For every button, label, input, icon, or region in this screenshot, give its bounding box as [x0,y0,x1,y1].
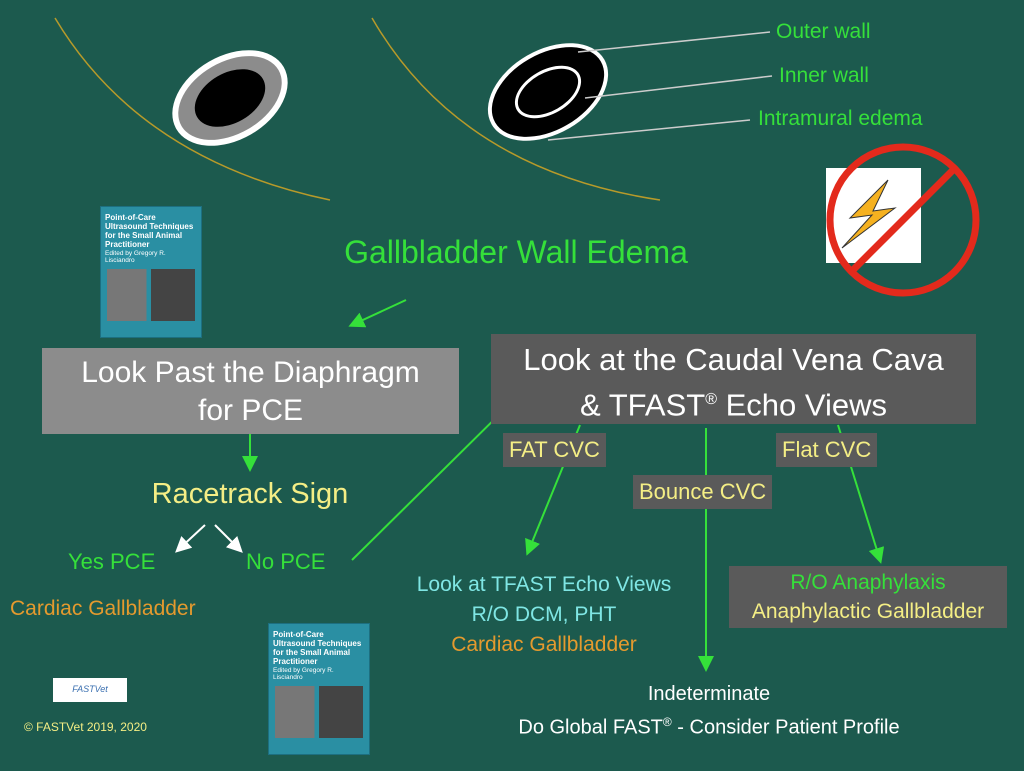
left-box-line1: Look Past the Diaphragm [81,356,420,389]
book-image [107,269,195,321]
fat-result-line3: Cardiac Gallbladder [451,633,637,656]
left-box-line2: for PCE [197,394,304,427]
liver-curve-right [371,17,661,201]
right-box-line2: & TFAST® Echo Views [491,380,976,425]
flat-cvc-result-box: R/O Anaphylaxis Anaphylactic Gallbladder [729,566,1007,628]
yes-pce: Yes PCE [68,549,156,574]
global-fast-text: Do Global FAST [518,716,663,739]
liver-curve-left [54,17,331,201]
book-title: Point-of-Care Ultrasound Techniques for … [105,213,194,249]
echo-views-text: Echo Views [716,387,887,423]
flat-result-line2: Anaphylactic Gallbladder [751,600,985,623]
bounce-cvc-result: Indeterminate Do Global FAST® - Consider… [518,680,899,742]
bounce-cvc-label: Bounce CVC [633,475,773,509]
no-pce: No PCE [246,549,326,574]
gallbladder-edema [487,43,609,141]
cardiac-gallbladder-left: Cardiac Gallbladder [10,597,196,620]
intramural-edema-label: Intramural edema [758,107,923,130]
outer-wall-pointer [577,31,771,53]
diagram-title: Gallbladder Wall Edema [344,234,688,270]
registered-mark: ® [705,391,717,408]
racetrack-sign: Racetrack Sign [151,478,349,510]
tfast-text: & TFAST [580,387,706,423]
inner-wall-label: Inner wall [779,64,869,87]
book-editor: Edited by Gregory R. Lisciandro [273,667,334,681]
fastvet-logo: FASTVet [53,678,127,702]
right-box-line1: Look at the Caudal Vena Cava [523,342,944,377]
book-cover-bottom: Point-of-Care Ultrasound Techniques for … [268,623,370,755]
fat-cvc-label: FAT CVC [503,433,606,467]
fat-result-line2: R/O DCM, PHT [471,603,617,626]
fat-result-line1: Look at TFAST Echo Views [416,573,672,596]
copyright: © FASTVet 2019, 2020 [24,720,147,734]
registered-mark: ® [662,715,672,729]
outer-wall-label: Outer wall [776,20,871,43]
fat-cvc-result: Look at TFAST Echo Views R/O DCM, PHT Ca… [417,570,671,660]
look-past-diaphragm-box: Look Past the Diaphragm for PCE [42,348,459,434]
no-lightning-icon [826,143,980,297]
bounce-result-line2: Do Global FAST® - Consider Patient Profi… [518,708,899,742]
inner-wall-pointer [584,75,773,99]
book-title: Point-of-Care Ultrasound Techniques for … [273,630,362,666]
flat-cvc-label: Flat CVC [776,433,878,467]
gallbladder-normal [172,50,288,146]
bounce-result-line1: Indeterminate [647,683,771,705]
book-editor: Edited by Gregory R. Lisciandro [105,250,166,264]
edema-pointer [547,119,751,141]
book-image [275,686,363,738]
caudal-vena-cava-box: Look at the Caudal Vena Cava & TFAST® Ec… [491,334,976,424]
flat-result-line1: R/O Anaphylaxis [790,571,946,594]
patient-profile-text: - Consider Patient Profile [671,716,900,739]
book-cover-top: Point-of-Care Ultrasound Techniques for … [100,206,202,338]
